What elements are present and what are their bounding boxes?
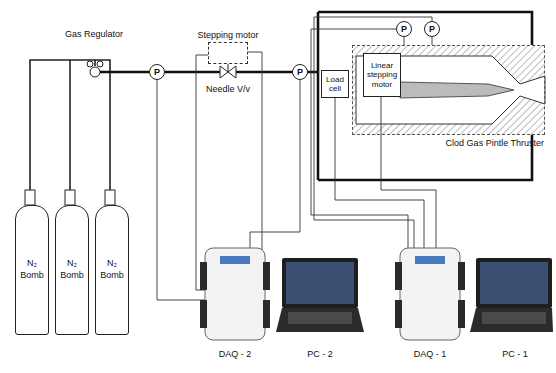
node-text: Clod Gas Pintle Thruster [446, 138, 544, 148]
pressure-gauge: P [396, 21, 412, 37]
pressure-gauge: P [292, 64, 308, 80]
node-text: N₂ Bomb [57, 258, 87, 281]
node-text: Linear stepping motor [366, 61, 398, 89]
gas-bottle: N₂ Bomb [55, 205, 89, 335]
part-label: Needle V/v [206, 84, 250, 94]
pressure-gauge: P [149, 64, 165, 80]
linear-motor-box: Linear stepping motor [363, 53, 401, 97]
node-text: P [297, 67, 303, 77]
gas-bottle: N₂ Bomb [15, 205, 49, 335]
part-label: DAQ - 1 [414, 349, 447, 359]
part-label: PC - 1 [502, 349, 528, 359]
part-label: Gas Regulator [65, 29, 123, 39]
part-label: DAQ - 2 [219, 349, 252, 359]
part-label: PC - 2 [307, 349, 333, 359]
laptop [276, 258, 364, 332]
daq-device [200, 248, 270, 340]
node-text: Load cell [324, 75, 346, 93]
node-text: P [154, 67, 160, 77]
node-text: P [429, 24, 435, 34]
stepping-motor-box: Stepping motor [208, 42, 248, 64]
thruster-housing: Clod Gas Pintle ThrusterLinear stepping … [352, 45, 545, 135]
node-text: Stepping motor [197, 30, 258, 40]
node-text: N₂ Bomb [17, 258, 47, 281]
pressure-gauge: P [424, 21, 440, 37]
gas-bottle: N₂ Bomb [95, 205, 129, 335]
load-cell-box: Load cell [321, 70, 349, 98]
node-text: P [401, 24, 407, 34]
node-text: N₂ Bomb [97, 258, 127, 281]
laptop [470, 258, 553, 332]
daq-device [395, 248, 465, 340]
